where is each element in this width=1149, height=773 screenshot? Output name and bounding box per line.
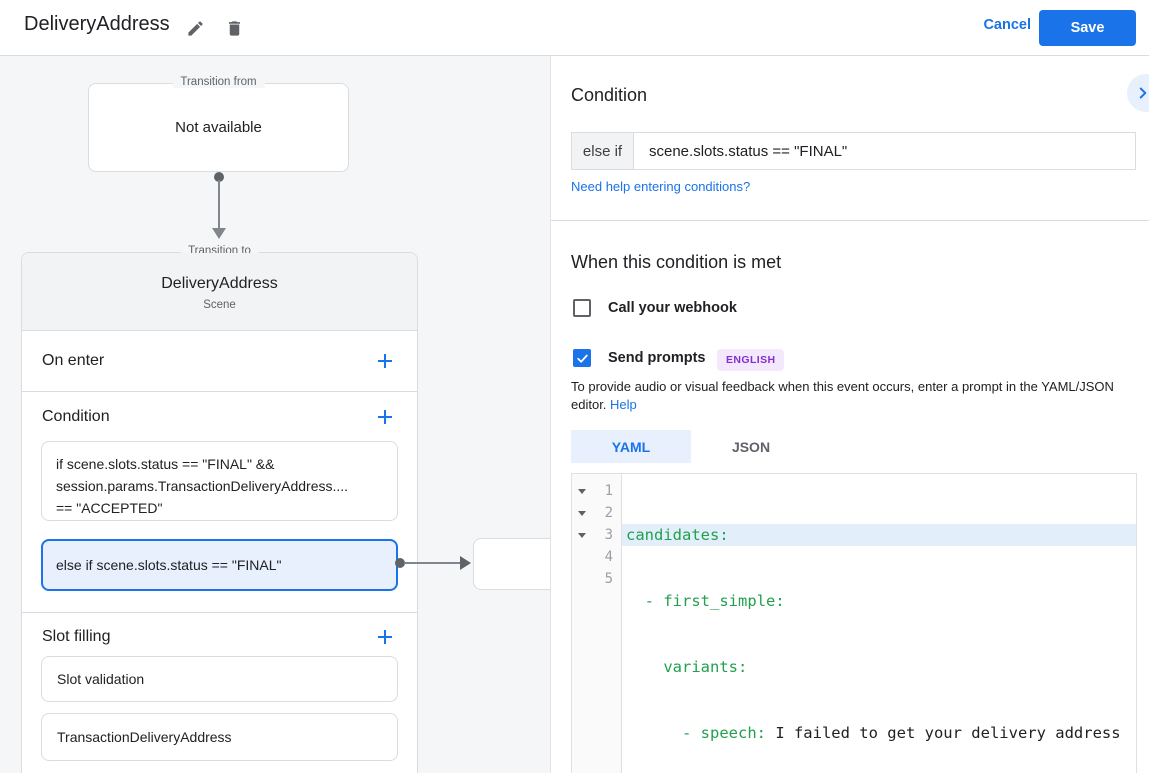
chevron-right-icon	[1139, 87, 1147, 99]
help-link[interactable]: Help	[610, 396, 637, 412]
arrow-right-icon	[460, 556, 471, 570]
section-divider	[22, 612, 417, 613]
yaml-key: variants:	[626, 658, 748, 676]
scene-type: Scene	[203, 299, 236, 311]
plus-icon	[378, 354, 392, 368]
on-enter-label: On enter	[42, 352, 105, 369]
line-number: 2	[604, 505, 613, 521]
pencil-icon	[187, 20, 203, 36]
scene-card-header[interactable]: DeliveryAddress Scene	[22, 253, 417, 331]
yaml-key: candidates:	[626, 526, 729, 544]
arrow-down-icon	[212, 228, 226, 239]
condition-section-label: Condition	[42, 407, 110, 425]
condition-rule-1-line3: == "ACCEPTED"	[56, 500, 163, 516]
webhook-label: Call your webhook	[608, 300, 737, 316]
tab-json[interactable]: JSON	[691, 430, 811, 463]
fold-arrow-icon[interactable]	[578, 489, 586, 494]
editor-gutter: 1 2 3 4 5	[572, 474, 622, 773]
send-prompts-checkbox[interactable]	[573, 349, 591, 367]
condition-input-row: else if	[571, 132, 1136, 170]
fold-arrow-icon[interactable]	[578, 511, 586, 516]
line-number: 1	[604, 483, 613, 499]
transition-target-box[interactable]	[473, 538, 550, 590]
webhook-checkbox[interactable]	[573, 299, 591, 317]
transition-from-box[interactable]: Transition from Not available	[88, 76, 349, 172]
collapse-panel-button[interactable]	[1127, 74, 1149, 112]
on-enter-row: On enter	[22, 331, 417, 392]
slot-validation-box[interactable]: Slot validation	[41, 656, 398, 702]
transition-to-card: Transition to DeliveryAddress Scene On e…	[21, 245, 418, 773]
condition-rule-1[interactable]: if scene.slots.status == "FINAL" && sess…	[41, 441, 398, 521]
cancel-button[interactable]: Cancel	[983, 17, 1031, 33]
code-line-active[interactable]: candidates:	[622, 524, 1136, 546]
slot-transaction-label: TransactionDeliveryAddress	[57, 729, 232, 745]
code-line[interactable]: variants:	[622, 656, 1136, 678]
editor-tabs: YAML JSON	[571, 430, 811, 463]
scene-flow-canvas: Transition from Not available Transition…	[0, 56, 551, 773]
line-number: 3	[604, 527, 613, 543]
when-met-title: When this condition is met	[571, 252, 782, 272]
scene-name: DeliveryAddress	[161, 275, 278, 292]
condition-detail-panel: Condition else if Need help entering con…	[551, 56, 1149, 773]
transition-from-value: Not available	[175, 119, 262, 136]
condition-rule-1-line1: if scene.slots.status == "FINAL" &&	[56, 456, 275, 472]
condition-help-link[interactable]: Need help entering conditions?	[571, 179, 751, 194]
gutter-row: 3	[572, 524, 621, 546]
tab-yaml[interactable]: YAML	[571, 430, 691, 463]
add-slot-button[interactable]	[373, 625, 397, 649]
gutter-row: 4	[572, 546, 621, 568]
top-bar: DeliveryAddress Cancel Save	[0, 0, 1149, 56]
slot-transaction-box[interactable]: TransactionDeliveryAddress	[41, 713, 398, 761]
gutter-row: 5	[572, 568, 621, 590]
panel-divider	[551, 220, 1149, 221]
send-prompts-label: Send prompts	[608, 350, 706, 366]
condition-prefix: else if	[572, 133, 634, 169]
condition-rule-1-line2: session.params.TransactionDeliveryAddres…	[56, 478, 349, 494]
prompt-description-text: To provide audio or visual feedback when…	[571, 379, 1114, 412]
yaml-key: - speech:	[626, 724, 776, 742]
edit-scene-button[interactable]	[181, 14, 209, 42]
condition-rule-2-text: else if scene.slots.status == "FINAL"	[56, 557, 282, 573]
code-line[interactable]: - speech: I failed to get your delivery …	[622, 722, 1136, 744]
check-icon	[576, 354, 588, 363]
yaml-key: - first_simple:	[626, 592, 785, 610]
slot-filling-label: Slot filling	[42, 627, 111, 645]
add-on-enter-button[interactable]	[373, 349, 397, 373]
language-badge: ENGLISH	[717, 349, 785, 371]
slot-filling-row: Slot filling	[22, 613, 417, 660]
yaml-code-editor: 1 2 3 4 5 candidates: - f	[571, 473, 1137, 773]
slot-validation-label: Slot validation	[57, 671, 145, 687]
save-button[interactable]: Save	[1039, 10, 1136, 46]
line-number: 4	[604, 549, 613, 565]
delete-scene-button[interactable]	[220, 14, 248, 42]
page-title: DeliveryAddress	[24, 13, 170, 35]
connector-dot	[395, 558, 405, 568]
plus-icon	[378, 629, 392, 644]
connector-line	[404, 562, 462, 564]
transition-from-label: Transition from	[172, 76, 265, 88]
panel-title: Condition	[571, 85, 648, 105]
prompt-description: To provide audio or visual feedback when…	[571, 378, 1129, 413]
connector-line	[218, 180, 220, 229]
plus-icon	[378, 409, 392, 424]
condition-section-row: Condition	[22, 392, 417, 441]
gutter-row: 1	[572, 480, 621, 502]
condition-expression-input[interactable]	[634, 133, 1135, 169]
line-number: 5	[604, 571, 613, 587]
trash-icon	[228, 20, 240, 36]
gutter-row: 2	[572, 502, 621, 524]
condition-rule-2-selected[interactable]: else if scene.slots.status == "FINAL"	[41, 539, 398, 591]
code-area[interactable]: candidates: - first_simple: variants: - …	[622, 474, 1136, 773]
connector-dot	[214, 172, 224, 182]
code-line[interactable]: - first_simple:	[622, 590, 1136, 612]
fold-arrow-icon[interactable]	[578, 533, 586, 538]
yaml-value: I failed to get your delivery address	[775, 724, 1121, 742]
add-condition-button[interactable]	[373, 405, 397, 429]
